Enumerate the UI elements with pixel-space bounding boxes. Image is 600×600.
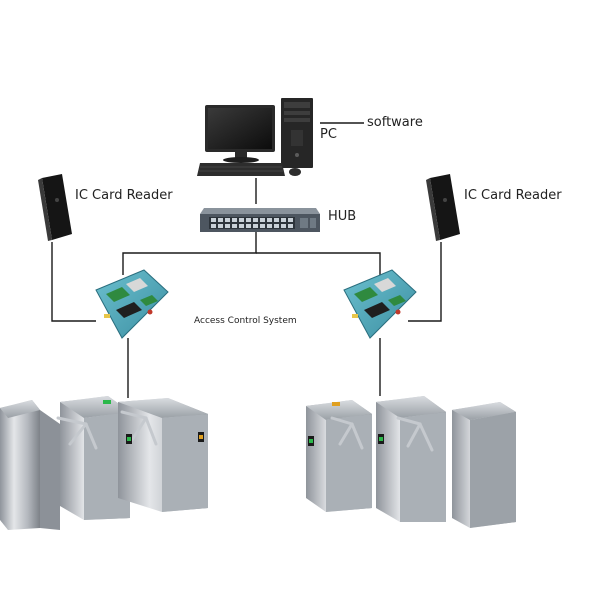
left-reader-line [51,242,96,322]
right-reader-line [408,242,442,322]
left-reader-label: IC Card Reader [75,188,173,203]
turnstile-icon [0,396,208,530]
access-control-label: Access Control System [194,316,297,326]
mouse-icon [289,168,301,176]
connection-lines [51,122,442,398]
software-label: software [367,115,423,130]
monitor-icon [205,105,275,163]
controller-board-icon [343,269,417,339]
keyboard-icon [197,163,285,176]
controller-board-icon [95,269,169,339]
pc-tower-icon [281,98,313,168]
hub-label: HUB [328,209,357,224]
pc-label: PC [320,127,337,142]
turnstile-icon [306,396,516,528]
right-reader-label: IC Card Reader [464,188,562,203]
hub-bus-line-right [256,252,381,275]
card-reader-icon [38,174,72,241]
network-hub-icon [200,208,320,232]
card-reader-icon [426,174,460,241]
hub-bus-line [122,232,257,275]
